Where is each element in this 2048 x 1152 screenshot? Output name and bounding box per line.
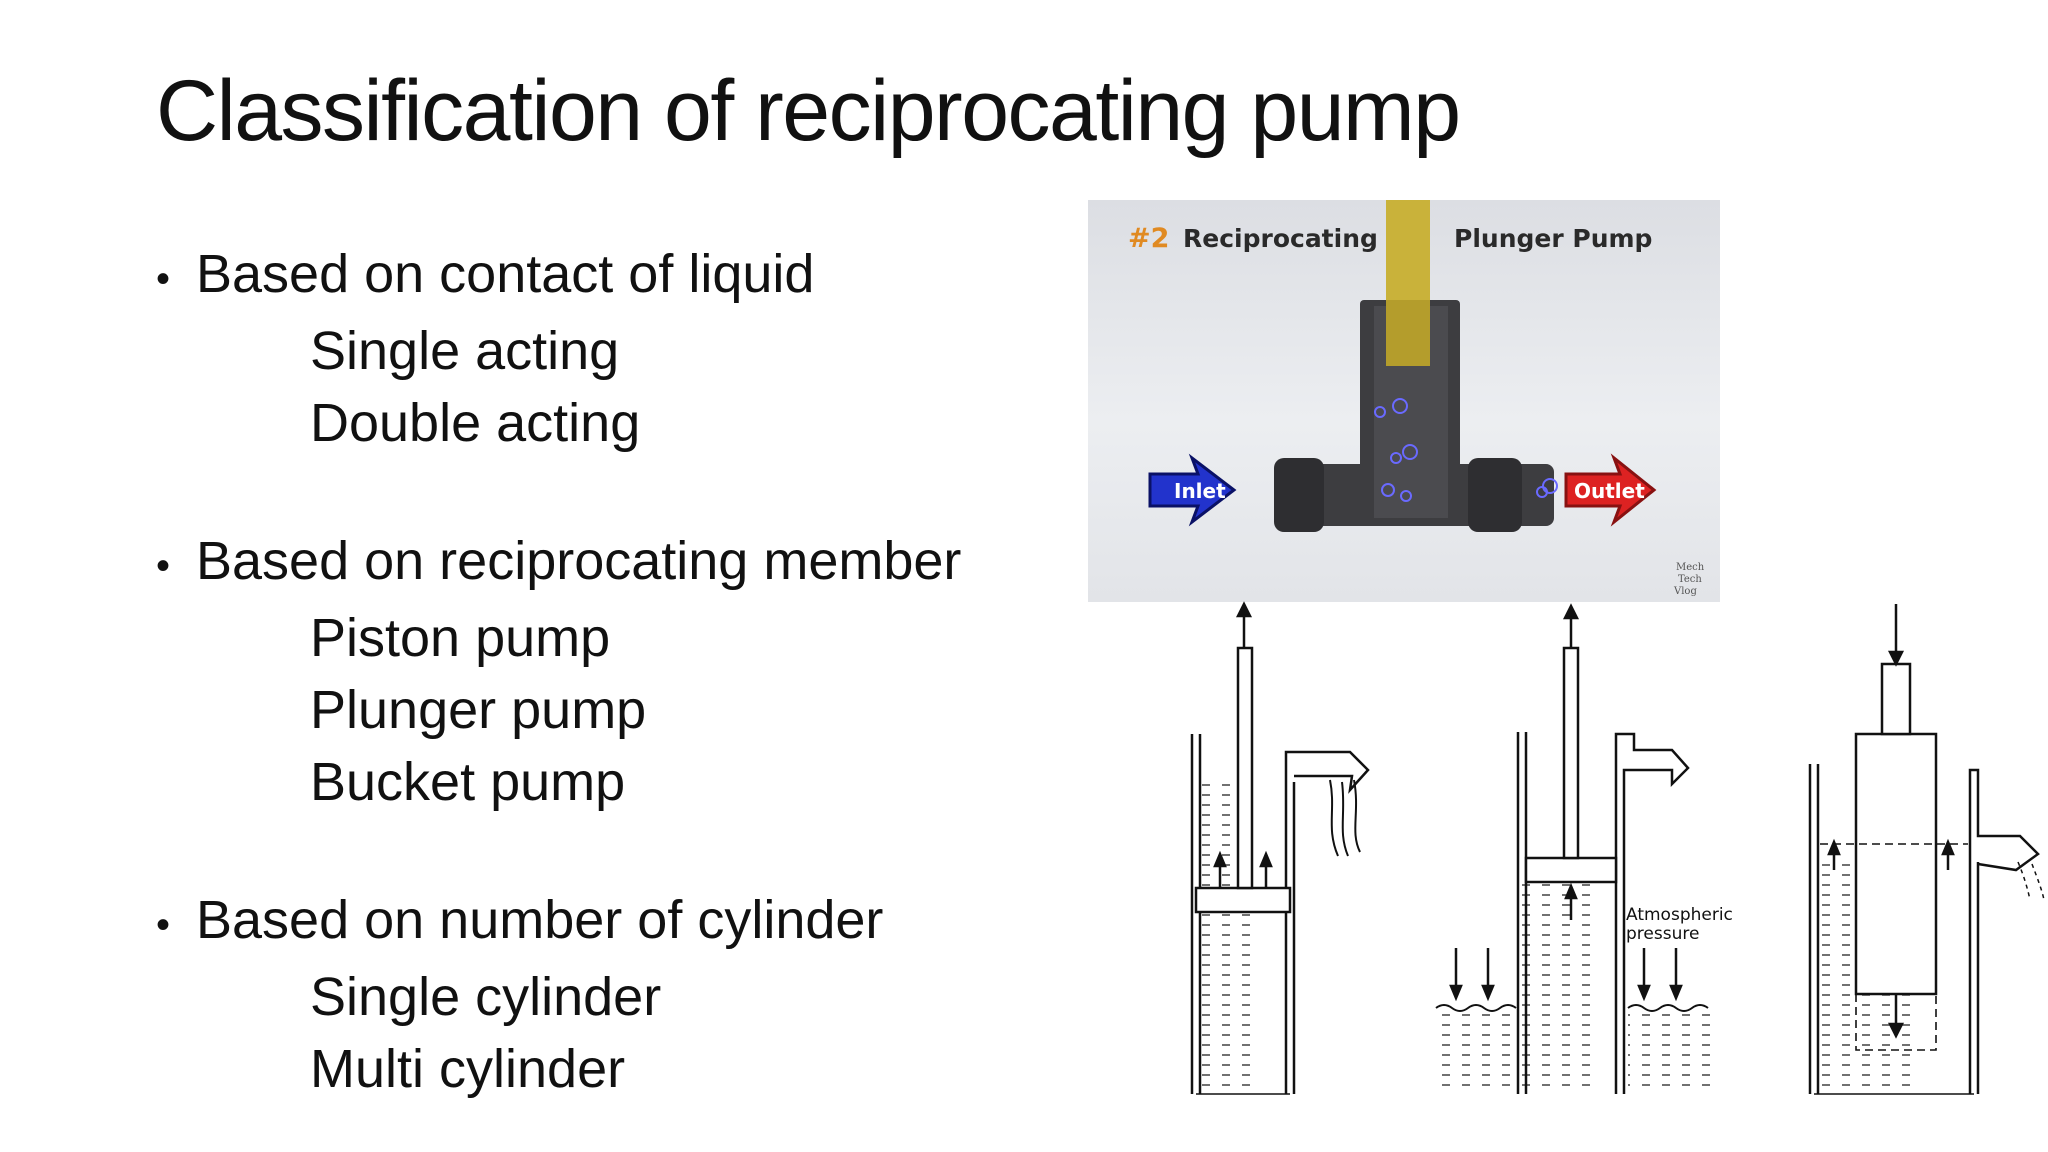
plunger-rod — [1386, 200, 1430, 366]
svg-text:Vlog: Vlog — [1673, 586, 1697, 597]
bucket-pump-sketch — [1190, 601, 1370, 1095]
inlet-label: Inlet — [1174, 479, 1226, 503]
sub-item: Multi cylinder — [310, 1039, 626, 1099]
sub-item: Double acting — [310, 393, 641, 453]
atmospheric-label: Atmospheric — [1626, 905, 1733, 925]
sub-item: Single acting — [310, 321, 620, 381]
watermark: Mech Tech Vlog — [1673, 562, 1705, 597]
large-plunger-sketch — [1808, 604, 2045, 1095]
sub-item: Plunger pump — [310, 680, 647, 740]
photo-title-left: Reciprocating — [1183, 224, 1378, 253]
outlet-arrow-icon: Outlet — [1564, 453, 1657, 527]
photo-number: #2 — [1128, 223, 1169, 254]
bullet-dot-icon: • — [156, 257, 171, 301]
bubbles-icon — [1374, 398, 1558, 502]
svg-text:Mech: Mech — [1676, 562, 1705, 573]
pressure-label: pressure — [1626, 924, 1699, 944]
inlet-arrow-icon: Inlet — [1148, 453, 1237, 527]
bullet-item: • Based on reciprocating member — [156, 525, 1056, 602]
bullet-dot-icon: • — [156, 903, 171, 947]
bullet-item: • Based on number of cylinder — [156, 884, 1056, 961]
bullet-item: • Based on contact of liquid — [156, 238, 1056, 315]
plunger-pump-photo: #2 Reciprocating Plunger Pump Inlet Out — [1088, 200, 1720, 602]
photo-title-right: Plunger Pump — [1454, 224, 1652, 253]
bullet-group-member: • Based on reciprocating member Piston pu… — [156, 525, 1056, 818]
bullet-text: Based on number of cylinder — [196, 890, 884, 950]
slide-title: Classification of reciprocating pump — [156, 63, 1461, 159]
bullet-group-cylinder: • Based on number of cylinder Single cyli… — [156, 884, 1056, 1105]
bullet-group-contact: • Based on contact of liquid Single actin… — [156, 238, 1056, 459]
bullet-list: • Based on contact of liquid Single actin… — [156, 238, 1056, 1105]
sub-item: Piston pump — [310, 608, 611, 668]
svg-text:Tech: Tech — [1678, 574, 1702, 585]
outlet-label: Outlet — [1574, 479, 1645, 503]
sub-item: Single cylinder — [310, 967, 662, 1027]
plunger-pump-sketch — [1435, 603, 1710, 1094]
bullet-text: Based on contact of liquid — [196, 244, 815, 304]
sub-item: Bucket pump — [310, 752, 626, 812]
bullet-text: Based on reciprocating member — [196, 531, 962, 591]
pump-sketch-diagram: Atmospheric pressure — [1140, 600, 2048, 1152]
pump-body — [1274, 300, 1554, 532]
bullet-dot-icon: • — [156, 544, 171, 588]
